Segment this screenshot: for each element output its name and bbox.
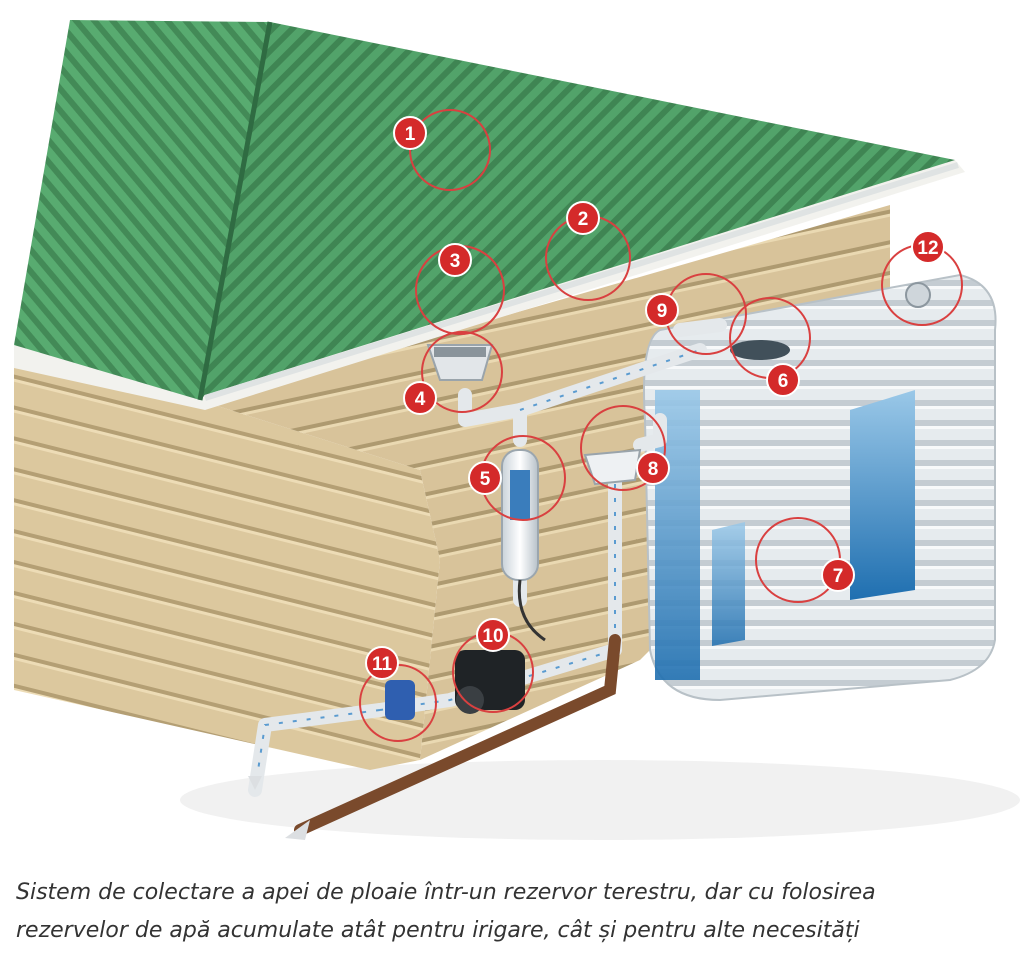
tank-lid xyxy=(730,340,790,360)
figure-caption: Sistem de colectare a apei de ploaie înt… xyxy=(16,874,1006,950)
tank-cutaway-window-small xyxy=(712,522,745,646)
roof-fascia xyxy=(14,160,965,410)
callout-badge-4 xyxy=(403,381,437,415)
drain-arrow xyxy=(285,820,310,840)
callout-badge-5 xyxy=(468,461,502,495)
callout-number-8: 8 xyxy=(648,459,659,480)
callout-number-11: 11 xyxy=(372,654,393,675)
filter-label xyxy=(510,470,530,520)
house-wall-left xyxy=(14,360,440,770)
ground-shadow xyxy=(180,760,1020,840)
callout-number-5: 5 xyxy=(480,469,491,490)
roof-ridge xyxy=(197,21,273,401)
rain-head-mesh xyxy=(434,347,486,357)
tank-cutaway-window xyxy=(850,390,915,600)
filter-cable xyxy=(517,579,546,642)
callout-badge-6 xyxy=(766,363,800,397)
callout-badge-3 xyxy=(438,243,472,277)
roof-left-plane xyxy=(14,20,270,400)
callout-number-2: 2 xyxy=(578,209,589,230)
diverter-box xyxy=(583,448,642,486)
callout-ring-4 xyxy=(421,331,503,413)
drain-pipe xyxy=(294,634,621,836)
tank-vent xyxy=(905,282,931,308)
pump-controller xyxy=(385,680,415,720)
callout-number-4: 4 xyxy=(415,389,426,410)
callout-number-9: 9 xyxy=(657,301,668,322)
callout-badge-7 xyxy=(821,558,855,592)
callout-badge-1 xyxy=(393,116,427,150)
callout-number-3: 3 xyxy=(450,251,461,272)
callout-ring-8 xyxy=(580,405,666,491)
gutter xyxy=(204,162,959,401)
callout-number-1: 1 xyxy=(405,124,416,145)
callout-number-6: 6 xyxy=(778,371,789,392)
callout-badge-8 xyxy=(636,451,670,485)
callout-number-12: 12 xyxy=(917,238,938,259)
callout-badge-9 xyxy=(645,293,679,327)
callout-badge-11 xyxy=(365,646,399,680)
caption-line-2: rezervelor de apă acumulate atât pentru … xyxy=(16,918,860,943)
overflow-arrow xyxy=(248,776,262,790)
callout-badge-12 xyxy=(911,230,945,264)
pump-motor xyxy=(456,686,484,714)
callout-badge-2 xyxy=(566,201,600,235)
caption-line-1: Sistem de colectare a apei de ploaie înt… xyxy=(16,880,876,905)
callout-badge-10 xyxy=(476,618,510,652)
callout-number-10: 10 xyxy=(482,626,503,647)
callout-number-7: 7 xyxy=(833,566,844,587)
